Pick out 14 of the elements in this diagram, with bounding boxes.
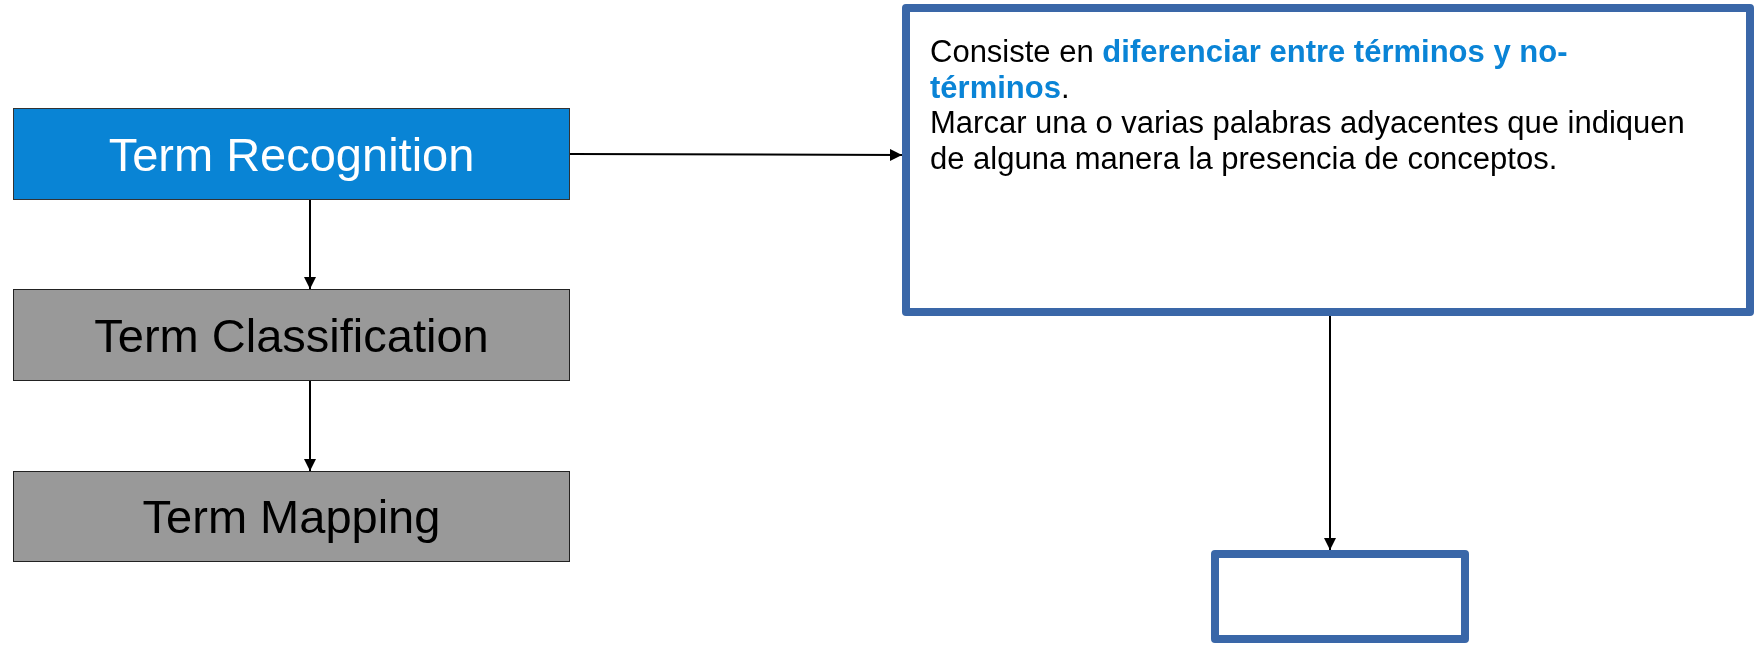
arrow (304, 380, 316, 472)
arrow (1324, 315, 1336, 551)
empty-box (1211, 550, 1469, 643)
step-label: Term Classification (94, 307, 489, 363)
description-text: Consiste en diferenciar entre términos y no-términos. (930, 34, 1569, 106)
description-text: Marcar una o varias palabras adyacentes que indiquen de alguna manera la presencia de conceptos. (930, 105, 1686, 177)
process-box (13, 108, 570, 200)
arrow (569, 148, 903, 161)
process-box (13, 471, 570, 562)
step-label: Term Recognition (108, 126, 475, 182)
arrow (304, 199, 316, 290)
step-label: Term Mapping (142, 489, 441, 544)
text-box (902, 4, 1754, 316)
process-box (13, 289, 570, 381)
